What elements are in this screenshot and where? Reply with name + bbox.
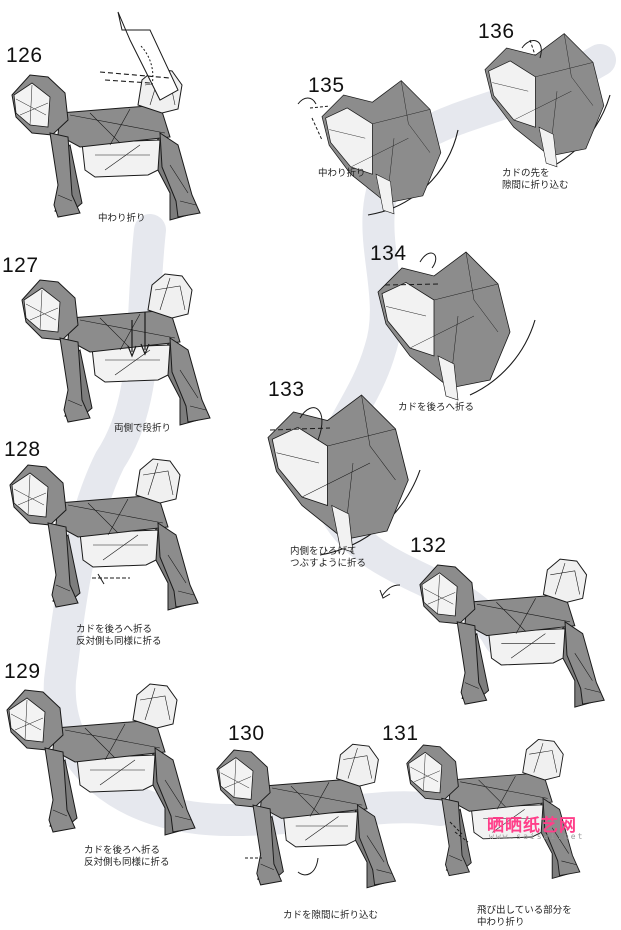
figure-132: [419, 558, 605, 708]
caption-131: 飛び出している部分を 中わり折り: [477, 905, 572, 928]
figure-127: [21, 273, 211, 426]
caption-126: 中わり折り: [98, 213, 146, 224]
step-number-134: 134: [370, 242, 407, 265]
figure-133: [267, 394, 421, 599]
caption-136: カドの先を 隙間に折り込む: [502, 168, 569, 191]
caption-128: カドを後ろへ折る 反対側も同様に折る: [76, 624, 162, 647]
step-number-128: 128: [4, 438, 41, 461]
figure-131: [406, 739, 581, 879]
caption-133: 内側をひろげて つぶすように折る: [290, 546, 367, 569]
caption-127: 両側で段折り: [114, 423, 172, 434]
figure-129: [6, 683, 196, 836]
step-number-132: 132: [410, 534, 447, 557]
caption-130: カドを隙間に折り込む: [283, 910, 379, 921]
caption-129: カドを後ろへ折る 反対側も同様に折る: [84, 845, 170, 868]
step-number-131: 131: [382, 722, 419, 745]
step-number-127: 127: [2, 254, 39, 277]
step-number-133: 133: [268, 378, 305, 401]
caption-135: 中わり折り: [318, 168, 366, 179]
figure-135: [297, 80, 459, 216]
figure-128: [9, 458, 199, 611]
figure-126: [11, 11, 201, 221]
step-number-130: 130: [228, 722, 265, 745]
watermark-url: www.saisai.net: [489, 832, 585, 841]
step-number-136: 136: [478, 20, 515, 43]
caption-134: カドを後ろへ折る: [398, 402, 475, 413]
step-number-126: 126: [6, 44, 43, 67]
figure-134: [377, 251, 536, 401]
watermark-logo: 晒晒纸艺网: [487, 816, 577, 836]
figure-130: [216, 743, 396, 889]
step-number-129: 129: [4, 660, 41, 683]
step-number-135: 135: [308, 74, 345, 97]
figure-136: [484, 33, 611, 168]
